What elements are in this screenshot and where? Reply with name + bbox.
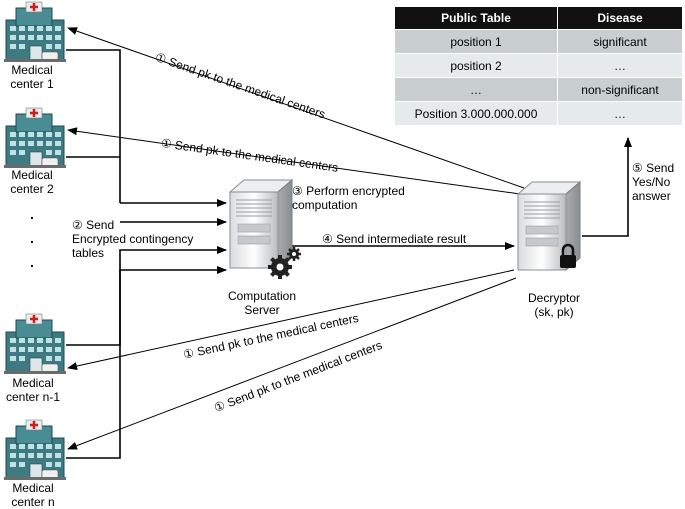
hospital-icon-center-n-1 — [2, 312, 68, 376]
table-header-row: Public Table Disease — [394, 6, 683, 30]
table-row: position 2 … — [394, 53, 683, 78]
label-center-1: Medical center 1 — [2, 63, 62, 91]
table-cell: … — [557, 53, 683, 78]
label-decryptor: Decryptor (sk, pk) — [506, 291, 602, 319]
label-line: ⑤ Send — [632, 161, 675, 175]
table-cell: non-significant — [557, 77, 683, 102]
label-line: Medical — [11, 63, 53, 77]
step5-label: ⑤ Send Yes/No answer — [632, 161, 674, 203]
step3-label: ③ Perform encrypted computation — [292, 184, 405, 212]
pk-lines — [67, 27, 525, 450]
label-line: ③ Perform encrypted — [292, 184, 405, 198]
table-row: position 1 significant — [394, 29, 683, 54]
label-line: tables — [72, 246, 105, 260]
label-line: Medical — [11, 168, 53, 182]
label-line: computation — [292, 198, 358, 212]
connection-lines — [66, 49, 632, 459]
label-line: Computation — [227, 289, 297, 303]
arrow-pk-center1 — [67, 27, 525, 189]
table-cell: position 1 — [394, 29, 558, 54]
arrow-pk-center-n — [67, 277, 517, 450]
label-center-n: Medical center n — [0, 481, 66, 509]
table-cell: … — [557, 101, 683, 126]
label-line: answer — [632, 189, 671, 203]
ellipsis-dot: . — [30, 230, 34, 246]
label-line: center 2 — [10, 182, 54, 196]
label-line: Encrypted contingency — [72, 232, 194, 246]
arrow-pk-center2 — [67, 127, 521, 195]
gear-icon — [268, 255, 292, 279]
step2-label: ② Send Encrypted contingency tables — [72, 218, 193, 260]
ellipsis-dot: . — [30, 206, 34, 222]
hospital-icon-center-2 — [2, 106, 68, 170]
label-center-n-1: Medical center n-1 — [0, 376, 66, 404]
label-line: Medical — [12, 376, 54, 390]
ellipsis-dot: . — [30, 254, 34, 270]
label-line: Server — [244, 303, 280, 317]
label-line: center 1 — [10, 77, 54, 91]
line-center-n1-bus — [66, 246, 227, 346]
lock-icon — [560, 243, 576, 268]
label-line: Decryptor — [527, 291, 580, 305]
step4-label: ④ Send intermediate result — [322, 232, 467, 246]
table-cell: Position 3.000.000.000 — [394, 101, 558, 126]
line-center1-bus — [66, 49, 121, 203]
table-row: … non-significant — [394, 77, 683, 102]
table-cell: significant — [557, 29, 683, 54]
table-row: Position 3.000.000.000 … — [394, 101, 683, 126]
hospital-icon-center-n — [2, 418, 68, 482]
arrow-pk-center-n1 — [67, 269, 515, 370]
hospital-icon-center-1 — [2, 0, 68, 64]
label-line: Medical — [12, 481, 54, 495]
arrow-answer-to-table — [582, 137, 632, 237]
label-line: ② Send — [72, 218, 115, 232]
table-cell: … — [394, 77, 558, 102]
label-line: center n — [11, 495, 55, 509]
label-line: Yes/No — [632, 175, 671, 189]
table-header-disease: Disease — [557, 6, 683, 30]
computation-server-icon — [229, 179, 293, 269]
label-computation-server: Computation Server — [214, 289, 310, 317]
label-center-2: Medical center 2 — [2, 168, 62, 196]
table-cell: position 2 — [394, 53, 558, 78]
public-table: Public Table Disease position 1 signific… — [394, 6, 683, 126]
table-header-public-table: Public Table — [394, 6, 558, 30]
label-line: (sk, pk) — [534, 305, 574, 319]
small-gear-icon — [287, 247, 301, 261]
line-center-n-bus — [66, 266, 227, 459]
label-line: center n-1 — [5, 390, 61, 404]
